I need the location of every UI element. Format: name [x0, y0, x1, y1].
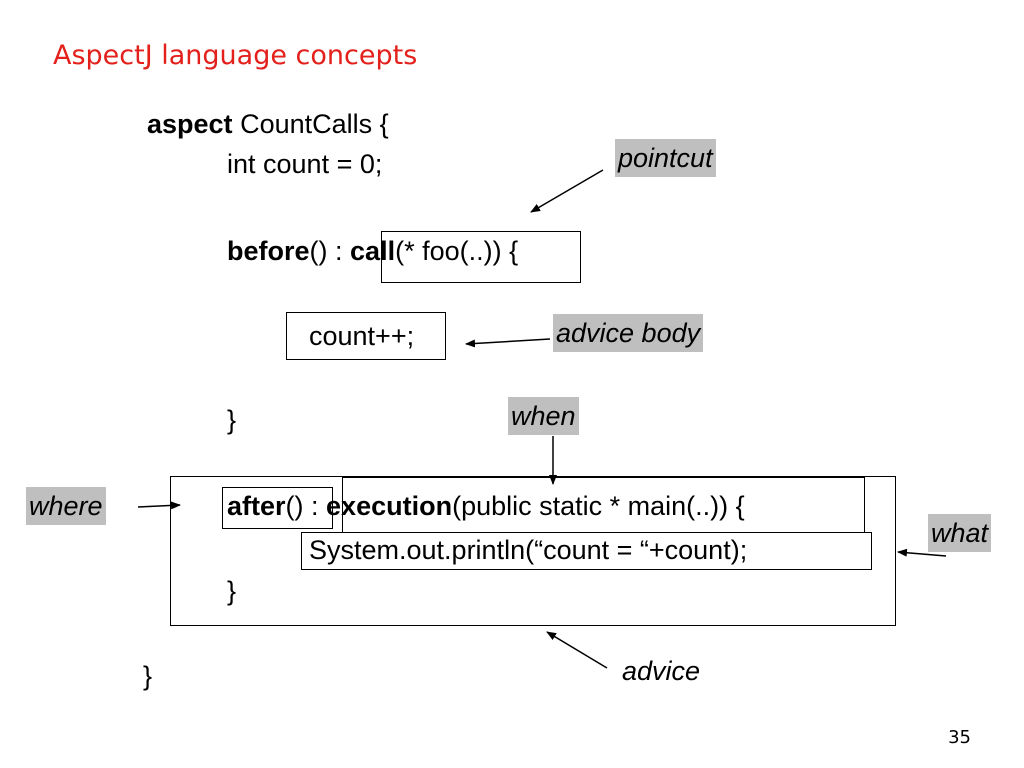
after-advice-header: after() : execution(public static * main… — [227, 490, 745, 522]
advice-box — [170, 476, 896, 626]
when-label: when — [508, 397, 579, 435]
execution-signature: (public static * main(..)) — [452, 491, 729, 521]
aspect-close-brace: } — [143, 661, 153, 691]
before-separator: () : — [309, 236, 351, 266]
after-close-brace: } — [227, 576, 237, 606]
aspect-declaration: aspect CountCalls { — [147, 108, 389, 140]
slide-title: AspectJ language concepts — [53, 40, 418, 71]
after-keyword: after — [227, 491, 286, 521]
what-arrow — [897, 548, 947, 557]
after-open-brace: { — [728, 491, 745, 521]
aspect-keyword: aspect — [147, 109, 233, 139]
aspect-name: CountCalls { — [232, 109, 389, 139]
advice-body-box — [286, 312, 446, 360]
call-keyword: call — [350, 236, 396, 266]
pointcut-box — [381, 231, 581, 283]
before-keyword: before — [227, 236, 310, 266]
advice-label: advice — [622, 656, 701, 686]
advice-body-label: advice body — [553, 314, 704, 352]
advice-arrow — [546, 631, 608, 669]
after-keyword-box — [222, 487, 333, 529]
before-advice-header: before() : call(* foo(..)) { — [227, 235, 518, 267]
pointcut-arrow — [530, 169, 604, 213]
after-separator: () : — [285, 491, 327, 521]
where-arrow — [137, 501, 181, 510]
what-label: what — [928, 514, 992, 552]
before-close-brace: } — [227, 405, 237, 435]
where-label: where — [26, 487, 106, 525]
before-open-brace: { — [501, 236, 519, 266]
before-advice-body: count++; — [309, 321, 415, 351]
page-number: 35 — [948, 727, 971, 748]
execution-keyword: execution — [326, 491, 453, 521]
after-advice-body: System.out.println(“count = “+count); — [309, 535, 748, 565]
pointcut-label: pointcut — [615, 139, 716, 177]
call-signature: (* foo(..)) — [395, 236, 502, 266]
advice-body-arrow — [465, 338, 551, 348]
advice-body-box-2 — [301, 532, 872, 570]
field-declaration: int count = 0; — [227, 149, 383, 179]
